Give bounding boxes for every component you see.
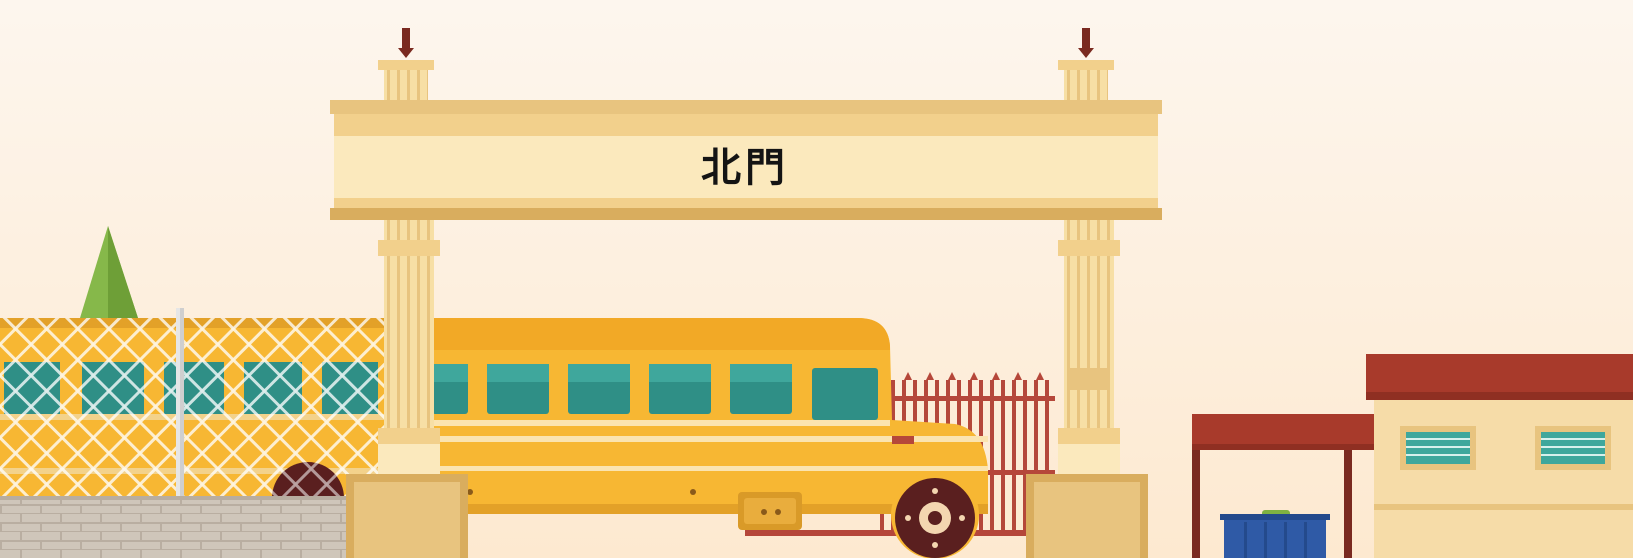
gate-sign-text: 北門 [701, 144, 789, 191]
carport [1192, 414, 1374, 558]
bus-icon [420, 318, 988, 558]
dumpster-icon [1220, 510, 1330, 558]
brick-wall [0, 496, 350, 558]
tree-icon [80, 226, 138, 318]
house-icon [1366, 354, 1633, 558]
left-school-building [0, 308, 390, 498]
gate-icon [330, 28, 1162, 558]
